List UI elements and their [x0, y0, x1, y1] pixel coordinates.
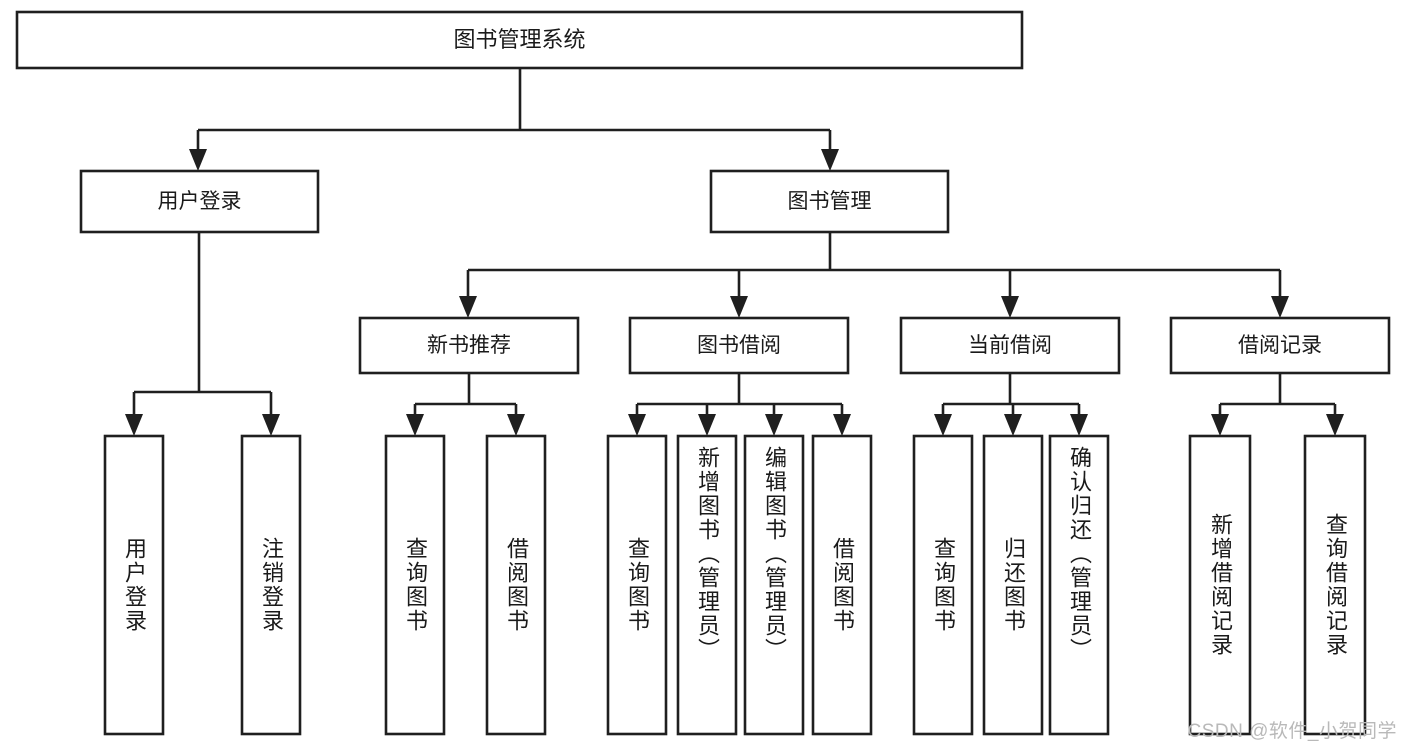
arrow-head-icon — [934, 414, 952, 436]
node-box-login[interactable] — [79, 169, 320, 234]
node-bookmgmt[interactable]: 图书管理 — [709, 169, 950, 234]
arrow-head-icon — [1271, 296, 1289, 318]
node-label-bookmgmt: 图书管理 — [788, 190, 872, 213]
node-box-bookmgmt[interactable] — [709, 169, 950, 234]
arrow-head-icon — [1326, 414, 1344, 436]
node-leaf-borrow-do[interactable] — [811, 434, 873, 736]
node-label-current: 当前借阅 — [968, 334, 1052, 357]
node-box-leaf-borrow-query[interactable] — [606, 434, 668, 736]
node-box-leaf-borrow-do[interactable] — [811, 434, 873, 736]
node-root[interactable]: 图书管理系统 — [15, 10, 1024, 70]
arrow-head-icon — [765, 414, 783, 436]
arrow-head-icon — [1004, 414, 1022, 436]
node-label-records: 借阅记录 — [1238, 334, 1322, 357]
node-box-records[interactable] — [1169, 316, 1391, 375]
arrow-head-icon — [262, 414, 280, 436]
node-box-leaf-borrow-add[interactable] — [676, 434, 738, 736]
arrow-head-icon — [1211, 414, 1229, 436]
node-box-leaf-user-login[interactable] — [103, 434, 165, 736]
node-leaf-current-return[interactable] — [982, 434, 1044, 736]
node-leaf-current-confirm[interactable] — [1048, 434, 1110, 736]
arrow-head-icon — [406, 414, 424, 436]
node-leaf-current-query[interactable] — [912, 434, 974, 736]
node-borrow[interactable]: 图书借阅 — [628, 316, 850, 375]
arrow-head-icon — [698, 414, 716, 436]
node-box-current[interactable] — [899, 316, 1121, 375]
node-leaf-borrow-edit[interactable] — [743, 434, 805, 736]
arrow-head-icon — [507, 414, 525, 436]
node-leaf-new-borrow[interactable] — [485, 434, 547, 736]
arrow-head-icon — [730, 296, 748, 318]
connector-layer — [125, 68, 1344, 436]
node-box-root[interactable] — [15, 10, 1024, 70]
arrow-head-icon — [833, 414, 851, 436]
node-newbook[interactable]: 新书推荐 — [358, 316, 580, 375]
node-box-leaf-user-logout[interactable] — [240, 434, 302, 736]
node-leaf-user-logout[interactable] — [240, 434, 302, 736]
node-box-leaf-records-add[interactable] — [1188, 434, 1252, 736]
node-box-leaf-new-borrow[interactable] — [485, 434, 547, 736]
node-leaf-records-query[interactable] — [1303, 434, 1367, 736]
node-leaf-borrow-add[interactable] — [676, 434, 738, 736]
node-box-leaf-borrow-edit[interactable] — [743, 434, 805, 736]
node-label-login: 用户登录 — [158, 190, 242, 213]
node-leaf-new-query[interactable] — [384, 434, 446, 736]
node-records[interactable]: 借阅记录 — [1169, 316, 1391, 375]
arrow-head-icon — [628, 414, 646, 436]
arrow-head-icon — [821, 149, 839, 171]
node-box-leaf-new-query[interactable] — [384, 434, 446, 736]
arrow-head-icon — [189, 149, 207, 171]
node-label-root: 图书管理系统 — [453, 27, 585, 52]
node-leaf-borrow-query[interactable] — [606, 434, 668, 736]
node-leaf-user-login[interactable] — [103, 434, 165, 736]
arrow-head-icon — [125, 414, 143, 436]
arrow-head-icon — [1001, 296, 1019, 318]
arrow-head-icon — [459, 296, 477, 318]
node-box-leaf-current-return[interactable] — [982, 434, 1044, 736]
node-label-newbook: 新书推荐 — [427, 334, 511, 357]
node-leaf-records-add[interactable] — [1188, 434, 1252, 736]
node-label-borrow: 图书借阅 — [697, 334, 781, 357]
node-box-borrow[interactable] — [628, 316, 850, 375]
node-current[interactable]: 当前借阅 — [899, 316, 1121, 375]
node-login[interactable]: 用户登录 — [79, 169, 320, 234]
arrow-head-icon — [1070, 414, 1088, 436]
node-box-newbook[interactable] — [358, 316, 580, 375]
node-box-leaf-current-query[interactable] — [912, 434, 974, 736]
node-box-leaf-current-confirm[interactable] — [1048, 434, 1110, 736]
node-box-leaf-records-query[interactable] — [1303, 434, 1367, 736]
